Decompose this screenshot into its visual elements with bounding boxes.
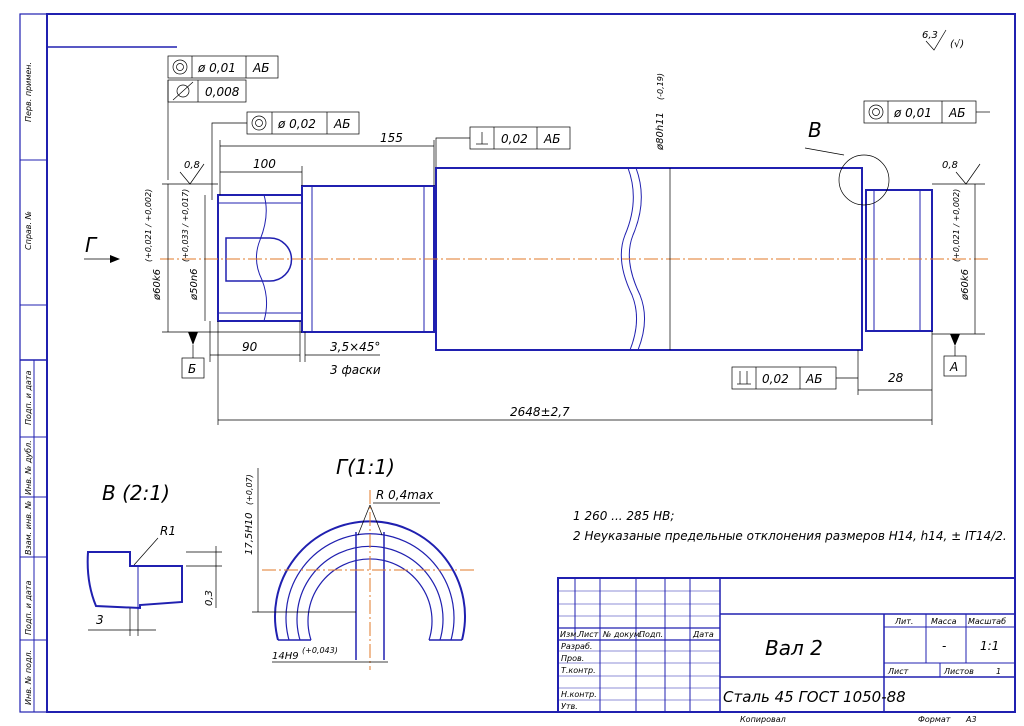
datum-left-label: Б xyxy=(188,362,196,376)
side-stamps: Перв. примен. Справ. № Подп. и дата Инв.… xyxy=(24,62,33,705)
detail-v-03: 0,3 xyxy=(204,590,215,606)
tb-row: Разраб. xyxy=(561,642,592,651)
side-stamp-label: Инв. № подл. xyxy=(24,650,33,705)
tb-part-name: Вал 2 xyxy=(765,636,823,660)
detail-v: В (2:1) R1 0,3 3 xyxy=(86,481,222,636)
side-stamp-label: Инв. № дубл. xyxy=(24,440,33,495)
dim-dia-right: ø60k6 xyxy=(960,269,971,301)
tolerance-value: ø 0,02 xyxy=(277,117,316,131)
side-stamp-label: Справ. № xyxy=(24,211,33,250)
dim-dia-key: ø50n6 xyxy=(189,268,200,301)
section-title: Г(1:1) xyxy=(336,455,395,479)
detail-v-title: В (2:1) xyxy=(102,481,170,505)
datum-b: Б xyxy=(181,332,205,379)
section-r: R 0,4max xyxy=(376,488,434,502)
tolerance-base: АБ xyxy=(252,61,269,75)
dim-chamfer-note: 3 фаски xyxy=(330,363,381,377)
tb-scale-value: 1:1 xyxy=(980,639,999,653)
dim-dia-key-tol: (+0,033 / +0,017) xyxy=(181,189,190,262)
roughness-value: 6,3 xyxy=(922,30,938,41)
tb-row: Т.контр. xyxy=(561,666,596,675)
tb-masshtab: Масштаб xyxy=(968,617,1006,626)
tolerance-base: АБ xyxy=(333,117,350,131)
tolerance-base: АБ xyxy=(543,132,560,146)
detail-v-3: 3 xyxy=(96,613,104,627)
roughness-symbol: 6,3 (√) xyxy=(922,29,964,51)
tolerance-value: ø 0,01 xyxy=(197,61,236,75)
sheet-frame xyxy=(19,13,1016,713)
tb-col-doc: № докум. xyxy=(602,630,642,639)
tolerance-base: АБ xyxy=(948,106,965,120)
view-arrow-g: Г xyxy=(84,233,120,263)
tb-col-list: Лист xyxy=(577,630,599,639)
technical-notes: 1 260 ... 285 HB; 2 Неуказаные предельны… xyxy=(573,509,1007,543)
section-h-tol: (+0,07) xyxy=(245,474,254,505)
dim-155: 155 xyxy=(380,131,403,145)
tolerance-frame-perpendicular: 0,02 АБ xyxy=(435,126,571,170)
tb-row: Н.контр. xyxy=(561,690,597,699)
view-arrow-g-label: Г xyxy=(85,233,98,257)
dim-chamfer: 3,5×45° xyxy=(330,340,380,354)
datum-a: А xyxy=(943,334,967,377)
side-stamp-label: Взам. инв. № xyxy=(24,501,33,555)
roughness-suffix: (√) xyxy=(950,39,964,50)
tolerance-frame-runout-left: ø 0,01 АБ xyxy=(167,55,279,79)
tb-row: Пров. xyxy=(561,654,584,663)
tolerance-frame-parallel: 0,02 АБ xyxy=(731,366,858,390)
tolerance-value: 0,02 xyxy=(762,372,789,386)
note-1: 1 260 ... 285 HB; xyxy=(573,509,674,523)
tolerance-frame-runout-right: ø 0,01 АБ xyxy=(863,100,990,124)
shaft-main-view: В xyxy=(160,118,990,351)
dim-28: 28 xyxy=(888,371,904,385)
section-w: 14H9 xyxy=(272,651,299,662)
note-2: 2 Неуказаные предельные отклонения разме… xyxy=(573,529,1007,543)
tb-row: Утв. xyxy=(561,702,578,711)
tb-col-izm: Изм. xyxy=(560,630,579,639)
dim-dia-left: ø60k6 xyxy=(152,269,163,301)
title-block: Изм. Лист № докум. Подп. Дата Разраб. Пр… xyxy=(557,577,1016,724)
tolerance-value: 0,008 xyxy=(205,85,240,99)
datum-right-label: А xyxy=(949,360,958,374)
tolerance-frame-cylindricity-left: 0,008 xyxy=(167,79,247,180)
rough-left: 0,8 xyxy=(184,160,200,171)
side-stamp-label: Подп. и дата xyxy=(24,580,33,635)
tb-listov: Листов xyxy=(943,667,974,676)
tolerance-base: АБ xyxy=(805,372,822,386)
tolerance-value: 0,02 xyxy=(501,132,528,146)
tolerance-value: ø 0,01 xyxy=(893,106,932,120)
tb-material: Сталь 45 ГОСТ 1050-88 xyxy=(723,688,906,706)
dim-dia-right-tol: (+0,021 / +0,002) xyxy=(952,189,961,262)
rough-right: 0,8 xyxy=(942,160,958,171)
dim-dia-mid-tol: (-0,19) xyxy=(656,73,665,100)
tb-massa: Масса xyxy=(931,617,957,626)
tb-listov-value: 1 xyxy=(996,667,1001,676)
tb-massa-value: - xyxy=(942,639,946,653)
section-h: 17,5H10 xyxy=(244,512,255,555)
section-g: Г(1:1) R 0,4max 17,5H10 (+0,07) 14H9 (+0… xyxy=(244,455,475,670)
detail-v-r: R1 xyxy=(160,524,176,538)
tb-format-value: А3 xyxy=(965,715,977,724)
tb-col-sign: Подп. xyxy=(639,630,663,639)
dim-dia-left-tol: (+0,021 / +0,002) xyxy=(144,189,153,262)
dim-100: 100 xyxy=(253,157,276,171)
tb-copied: Копировал xyxy=(740,715,786,724)
tb-list: Лист xyxy=(887,667,909,676)
tb-format: Формат xyxy=(918,715,951,724)
view-v-label: В xyxy=(808,118,822,142)
dimensions: 155 100 90 3,5×45° 3 фаски 28 2648±2,7 ø… xyxy=(144,73,985,425)
tb-lit: Лит. xyxy=(894,617,913,626)
dim-dia-mid: ø80h11 xyxy=(655,112,666,151)
section-w-tol: (+0,043) xyxy=(302,646,338,655)
tb-col-date: Дата xyxy=(692,630,714,639)
dim-90: 90 xyxy=(242,340,258,354)
dim-overall: 2648±2,7 xyxy=(510,405,570,419)
side-stamp-label: Перв. примен. xyxy=(24,62,33,122)
tolerance-frame-runout-mid: ø 0,02 АБ xyxy=(211,111,360,200)
side-stamp-label: Подп. и дата xyxy=(24,370,33,425)
